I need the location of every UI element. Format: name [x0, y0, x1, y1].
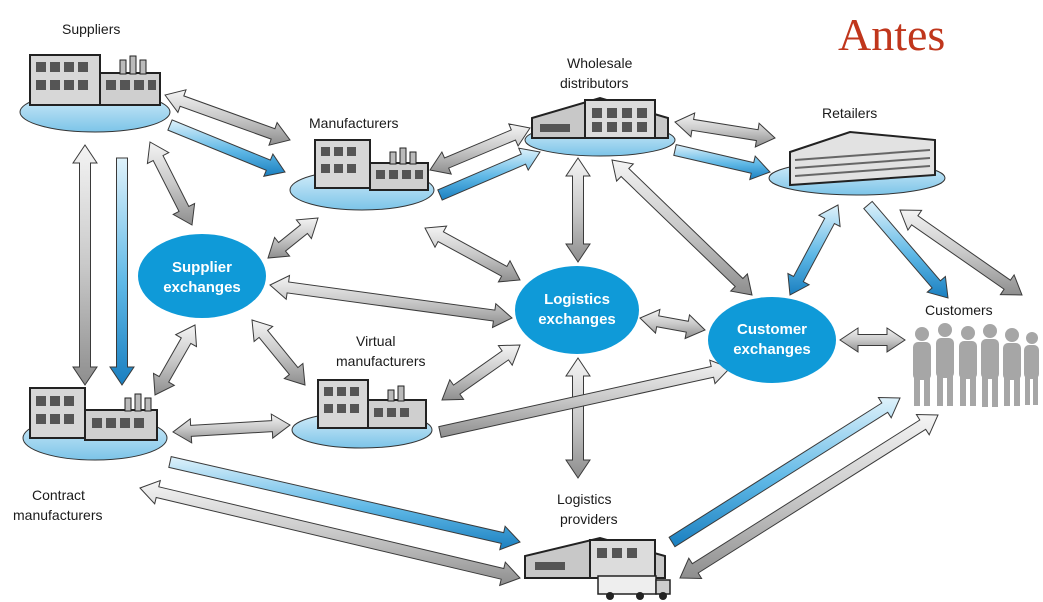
logistics-exchanges-line1: Logistics	[544, 291, 610, 308]
contract-providers-arrow	[139, 479, 521, 587]
suppliers-manufacturers-arrow	[164, 89, 291, 146]
logistics-exch-virtual-arrow	[441, 344, 521, 401]
suppliers-node: Suppliers	[19, 21, 171, 133]
factory-icon	[317, 379, 427, 429]
manufacturers-label: Manufacturers	[309, 115, 398, 131]
wholesale-distributors-node: Wholesale distributors	[524, 55, 676, 157]
manufacturers-wholesale-arrow	[429, 123, 531, 175]
contract-label-line2: manufacturers	[13, 507, 102, 523]
wholesale-customer-exch-arrow	[611, 159, 753, 296]
factory-icon	[29, 54, 161, 106]
manufacturers-to-wholesale-arrow	[437, 147, 541, 201]
contract-label-line1: Contract	[32, 487, 85, 503]
wholesale-retailers-arrow	[674, 112, 776, 148]
logistics-exch-customer-exch-arrow	[639, 308, 706, 340]
providers-to-customers-arrow	[668, 396, 901, 548]
manufacturers-supplier-exch-arrow	[267, 217, 319, 259]
title: Antes	[838, 9, 945, 60]
virtual-label-line1: Virtual	[356, 333, 395, 349]
wholesale-logistics-exch-arrow	[565, 157, 591, 263]
supplier-exch-contract-arrow	[152, 324, 198, 396]
customer-exchanges-line2: exchanges	[733, 341, 811, 358]
supplier-exchanges-line1: Supplier	[172, 259, 232, 276]
virtual-manufacturers-node: Virtual manufacturers	[291, 333, 433, 449]
suppliers-to-contract-arrow	[109, 157, 135, 386]
warehouse-icon	[531, 96, 669, 139]
contract-to-providers-arrow	[168, 456, 521, 551]
truck-icon	[597, 575, 671, 600]
contract-manufacturers-node: Contract manufacturers	[13, 387, 168, 523]
suppliers-to-manufacturers-arrow	[167, 119, 286, 177]
supplier-exch-logistics-exch-arrow	[269, 274, 513, 329]
flow-arrows	[72, 89, 1023, 587]
retailers-label: Retailers	[822, 105, 877, 121]
providers-customers-arrow	[679, 413, 939, 580]
customers-node: Customers	[913, 302, 1039, 407]
logistics-providers-label-line2: providers	[560, 511, 618, 527]
retailers-customers-arrow	[899, 209, 1023, 296]
customer-exchanges-line1: Customer	[737, 321, 807, 338]
suppliers-supplier-exch-arrow	[146, 141, 196, 226]
warehouse-icon	[524, 536, 666, 579]
retailers-node: Retailers	[768, 105, 946, 196]
wholesale-label-line2: distributors	[560, 75, 628, 91]
manufacturers-node: Manufacturers	[289, 115, 435, 211]
supplier-exch-virtual-arrow	[251, 319, 306, 386]
retail-building-icon	[789, 130, 936, 187]
virtual-label-line2: manufacturers	[336, 353, 425, 369]
logistics-exchanges-hub: Logistics exchanges	[515, 266, 639, 354]
suppliers-contract-arrow	[72, 144, 98, 386]
customers-label: Customers	[925, 302, 993, 318]
factory-icon	[29, 387, 158, 441]
factory-icon	[314, 139, 429, 191]
contract-virtual-arrow	[172, 413, 291, 444]
customer-exch-customers-arrow	[839, 327, 906, 353]
retailers-to-customers-arrow	[863, 200, 949, 299]
logistics-providers-node: Logistics providers	[524, 491, 671, 600]
manufacturers-logistics-exch-arrow	[424, 225, 521, 283]
retailers-customer-exch-arrow	[787, 204, 841, 296]
people-group-icon	[913, 323, 1039, 407]
wholesale-to-retailers-arrow	[673, 143, 771, 181]
logistics-exch-providers-arrow	[565, 357, 591, 479]
logistics-exchanges-line2: exchanges	[538, 311, 616, 328]
wholesale-label-line1: Wholesale	[567, 55, 633, 71]
supplier-exchanges-line2: exchanges	[163, 279, 241, 296]
logistics-providers-label-line1: Logistics	[557, 491, 611, 507]
suppliers-label: Suppliers	[62, 21, 120, 37]
customer-exchanges-hub: Customer exchanges	[708, 297, 836, 383]
supplier-exchanges-hub: Supplier exchanges	[138, 234, 266, 318]
